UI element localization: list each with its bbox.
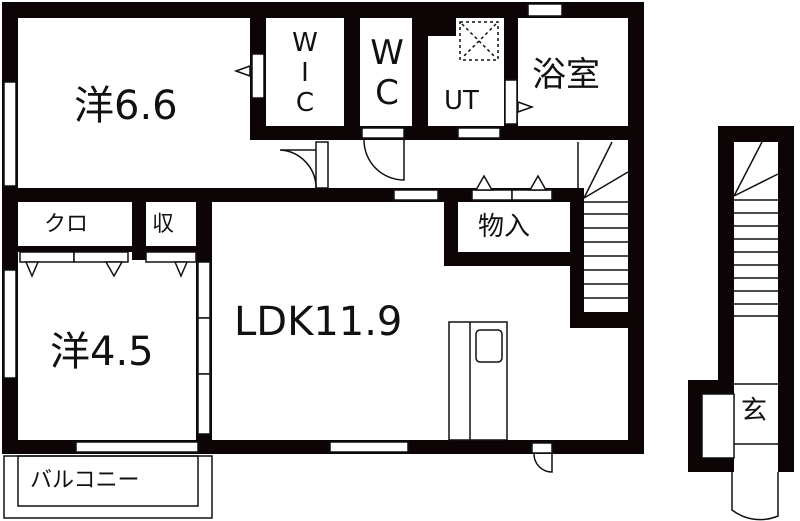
wc-letter-c: C <box>375 73 399 113</box>
room-label-ut: UT <box>444 86 479 116</box>
room-label-bathroom: 浴室 <box>532 55 600 95</box>
room-label-wic: W I C <box>290 30 320 116</box>
door-swings-and-fixtures <box>3 21 779 521</box>
room-label-closet: クロ <box>44 212 89 237</box>
wic-letter-c: C <box>295 88 315 118</box>
room-label-balcony: バルコニー <box>30 468 140 493</box>
windows-and-openings <box>3 3 735 459</box>
room-label-ldk: LDK11.9 <box>234 299 403 345</box>
room-label-western-4-5: 洋4.5 <box>50 329 154 375</box>
room-label-western-6-6: 洋6.6 <box>74 83 178 129</box>
room-label-storage: 物入 <box>478 212 531 242</box>
room-label-entrance: 玄 <box>741 396 768 426</box>
room-label-wc: W C <box>362 36 412 110</box>
wc-letter-w: W <box>370 33 404 73</box>
wic-letter-w: W <box>292 28 318 58</box>
room-label-storage-small: 収 <box>152 212 175 237</box>
wic-letter-i: I <box>301 58 309 88</box>
